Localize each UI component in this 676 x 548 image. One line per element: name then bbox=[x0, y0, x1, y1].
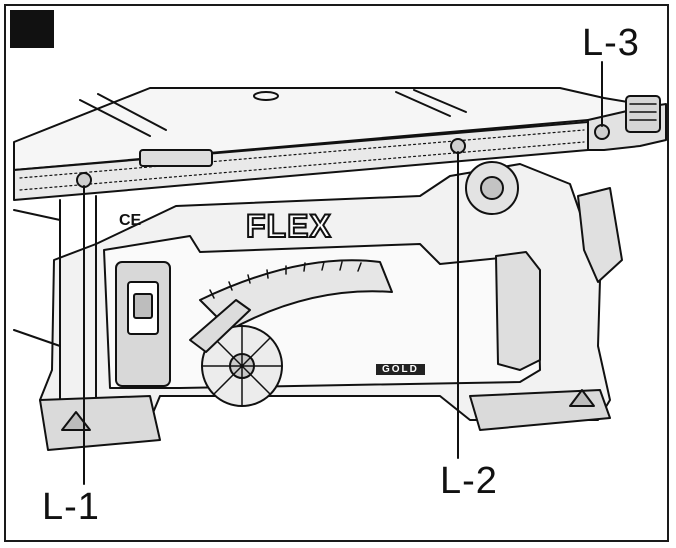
foot-left bbox=[39, 395, 161, 451]
callout-l3: L-3 bbox=[582, 22, 640, 64]
left-leg-guard bbox=[13, 209, 61, 347]
rail-bracket bbox=[139, 149, 213, 167]
cord-wrap-handle bbox=[495, 251, 541, 371]
bevel-handwheel-spokes bbox=[201, 325, 283, 407]
bolt-l2 bbox=[450, 138, 466, 154]
right-grip-ribs bbox=[629, 103, 657, 121]
foot-triangle-right bbox=[569, 389, 595, 407]
bevel-lock-lever bbox=[189, 299, 251, 353]
model-badge: GOLD bbox=[376, 364, 425, 375]
rail-scale bbox=[19, 129, 585, 191]
table-top-hole bbox=[253, 91, 279, 101]
side-handle bbox=[577, 187, 623, 283]
callout-l2: L-2 bbox=[440, 460, 498, 502]
bolt-l1 bbox=[76, 172, 92, 188]
miter-slot-left bbox=[79, 93, 167, 137]
power-switch-paddle bbox=[133, 293, 153, 319]
figure-frame bbox=[4, 4, 669, 542]
miter-slot-right bbox=[395, 89, 467, 117]
corner-marker bbox=[10, 10, 54, 48]
height-handwheel-hub bbox=[480, 176, 504, 200]
callout-l1: L-1 bbox=[42, 486, 100, 528]
brand-logo: FLEX bbox=[245, 207, 332, 245]
right-grip bbox=[625, 95, 661, 133]
bevel-scale-ticks bbox=[209, 261, 362, 299]
ce-mark: CE bbox=[119, 212, 142, 229]
bolt-l3 bbox=[594, 124, 610, 140]
foot-right bbox=[469, 389, 611, 431]
